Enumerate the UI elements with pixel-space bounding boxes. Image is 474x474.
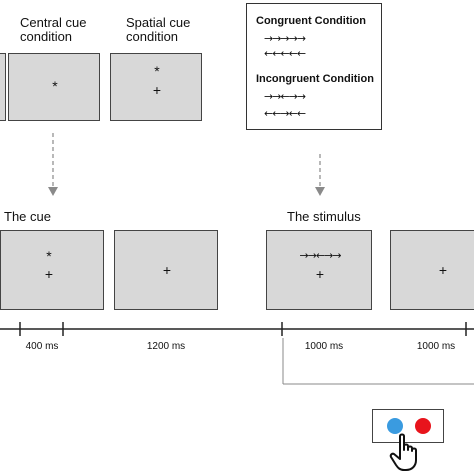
- spatial-cue-label-line2: condition: [126, 29, 179, 44]
- asterisk-glyph: *: [46, 248, 52, 264]
- central-cue-label: Central cue condition: [20, 16, 86, 44]
- fixation-screen: +: [114, 230, 218, 310]
- cue-arrowhead-icon: [48, 187, 58, 196]
- hand-pointer-icon: [389, 433, 417, 471]
- duration-label-1000-final: 1000 ms: [416, 341, 456, 352]
- spatial-cue-label-line1: Spatial cue: [126, 15, 191, 30]
- right-response-button: [415, 418, 431, 434]
- fixation-cross: +: [162, 262, 172, 278]
- stimulus-arrowhead-icon: [315, 187, 325, 196]
- asterisk-glyph: *: [154, 63, 160, 79]
- cue-screen: * +: [0, 230, 104, 310]
- fixation-cross: +: [438, 262, 448, 278]
- incongruent-title: Incongruent Condition: [256, 73, 374, 85]
- duration-label-1200: 1200 ms: [146, 341, 186, 352]
- central-cue-label-line1: Central cue: [20, 15, 87, 30]
- fixation-cross: +: [152, 82, 162, 98]
- central-cue-label-line2: condition: [20, 29, 73, 44]
- fixation-cross: +: [44, 266, 54, 282]
- congruent-title: Congruent Condition: [256, 15, 366, 27]
- congruent-arrows-row2: ←←←←←: [264, 47, 306, 60]
- central-cue-screen: *: [8, 53, 100, 121]
- spatial-cue-screen: * +: [110, 53, 202, 121]
- fixation-cross: +: [315, 266, 325, 282]
- stimulus-arrows: →→←→→: [299, 249, 341, 262]
- conditions-box: Congruent Condition →→→→→ ←←←←← Incongru…: [246, 3, 382, 130]
- congruent-arrows-row1: →→→→→: [264, 32, 306, 45]
- partial-screen-left: [0, 53, 6, 121]
- stimulus-phase-label: The stimulus: [287, 209, 361, 224]
- asterisk-glyph: *: [52, 78, 58, 94]
- incongruent-arrows-row2: ←←→←←: [264, 107, 306, 120]
- cue-phase-label: The cue: [4, 209, 51, 224]
- duration-label-400: 400 ms: [25, 341, 59, 352]
- duration-label-1000-stimulus: 1000 ms: [304, 341, 344, 352]
- stimulus-screen: →→←→→ +: [266, 230, 372, 310]
- incongruent-arrows-row1: →→←→→: [264, 90, 306, 103]
- response-box: [372, 409, 444, 443]
- spatial-cue-label: Spatial cue condition: [126, 16, 190, 44]
- left-response-button: [387, 418, 403, 434]
- final-fixation-screen: +: [390, 230, 474, 310]
